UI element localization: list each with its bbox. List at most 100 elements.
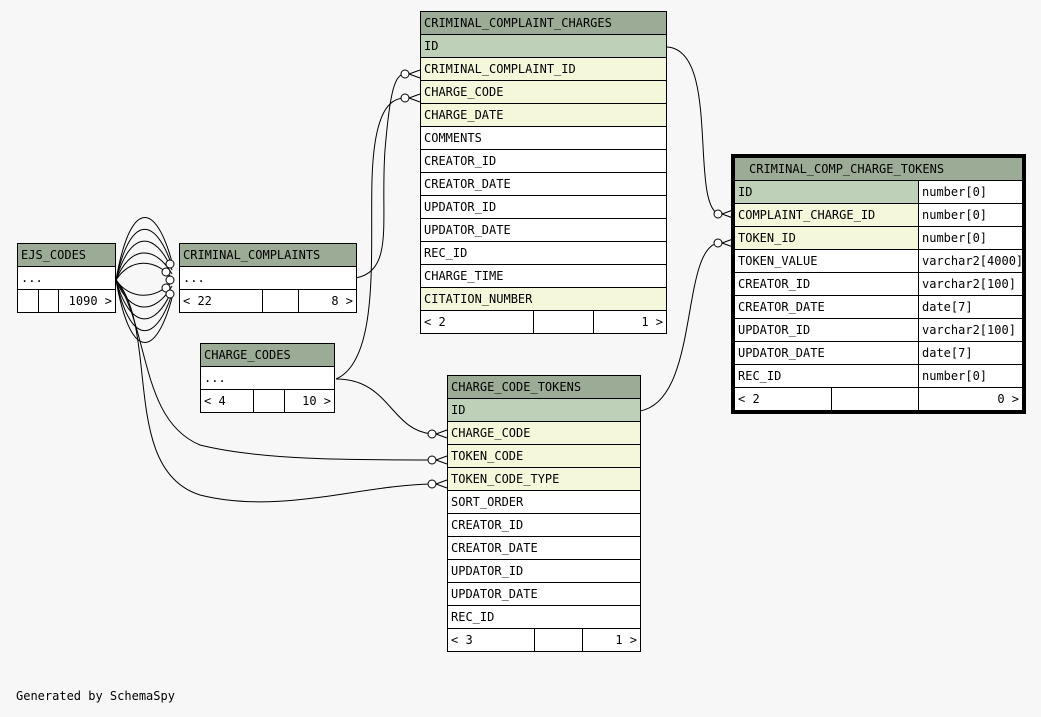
table-criminal-complaint-charges[interactable]: CRIMINAL_COMPLAINT_CHARGES ID CRIMINAL_C… [419, 11, 668, 334]
column-row: CRIMINAL_COMPLAINT_ID [419, 57, 668, 81]
link-charges-comptokens [666, 46, 719, 215]
column-name: UPDATOR_ID [734, 318, 919, 342]
footer-right: 0 > [917, 387, 1024, 411]
column-row: TOKEN_CODE [446, 444, 642, 468]
footer-mid [533, 310, 594, 334]
column-type: varchar2[4000] [917, 249, 1024, 273]
footer-left: < 22 [179, 289, 263, 313]
link-ejs-complaints-2 [115, 228, 173, 281]
table-charge-code-tokens[interactable]: CHARGE_CODE_TOKENS ID CHARGE_CODE TOKEN_… [446, 375, 642, 652]
footer-mid [534, 628, 583, 652]
footer-left: < 2 [734, 387, 832, 411]
column-row: CREATOR_DATE [446, 536, 642, 560]
crowfoot-icon [721, 209, 734, 219]
column-row: ID [419, 34, 668, 58]
column-row: ... [16, 266, 117, 290]
link-codetokens-comptokens [639, 242, 719, 412]
column-type: date[7] [917, 341, 1024, 365]
table-criminal-complaints[interactable]: CRIMINAL_COMPLAINTS ... < 22 8 > [179, 243, 357, 313]
footer-right: 1090 > [57, 289, 117, 313]
crowfoot-icon [721, 238, 734, 248]
fk-marker-icon [165, 259, 175, 269]
footer-right: 1 > [592, 310, 668, 334]
column-name: TOKEN_VALUE [734, 249, 919, 273]
column-type: number[0] [917, 364, 1024, 388]
table-title: CRIMINAL_COMPLAINTS [179, 243, 357, 267]
link-ejs-token-code-type [115, 279, 433, 503]
column-row: CREATOR_DATE [419, 172, 668, 196]
column-row: CHARGE_CODE [446, 421, 642, 445]
column-name: TOKEN_ID [734, 226, 919, 250]
column-row: CHARGE_CODE [419, 80, 668, 104]
link-chargecodes-charges [335, 97, 406, 380]
column-row: SORT_ORDER [446, 490, 642, 514]
fk-marker-icon [427, 479, 437, 489]
table-title: CRIMINAL_COMP_CHARGE_TOKENS [733, 157, 1024, 181]
column-row: CITATION_NUMBER [419, 287, 668, 311]
fk-marker-icon [427, 455, 437, 465]
column-row: CREATOR_ID [446, 513, 642, 537]
crowfoot-icon [435, 455, 448, 465]
footer-left: < 2 [420, 310, 534, 334]
link-ejs-complaints-3 [115, 240, 173, 281]
column-row: ... [179, 266, 357, 290]
column-row: UPDATOR_DATE [419, 218, 668, 242]
table-title: CHARGE_CODE_TOKENS [446, 375, 642, 399]
link-chargecodes-tokens [335, 378, 433, 435]
column-name: UPDATOR_DATE [734, 341, 919, 365]
table-charge-codes[interactable]: CHARGE_CODES ... < 4 10 > [200, 343, 335, 413]
fk-marker-icon [161, 267, 171, 277]
crowfoot-icon [435, 479, 448, 489]
column-row: TOKEN_CODE_TYPE [446, 467, 642, 491]
column-type: number[0] [917, 180, 1024, 204]
column-row: ID [446, 398, 642, 422]
column-name: COMPLAINT_CHARGE_ID [734, 203, 919, 227]
column-type: varchar2[100] [917, 318, 1024, 342]
column-name: ID [734, 180, 919, 204]
link-ejs-token-code [115, 279, 433, 461]
footer-mid [262, 289, 299, 313]
column-name: CREATOR_ID [734, 272, 919, 296]
column-name: CREATOR_DATE [734, 295, 919, 319]
link-ejs-complaints-9 [115, 279, 173, 332]
crowfoot-icon [408, 93, 421, 103]
fk-marker-icon [713, 209, 723, 219]
footer-left [17, 289, 39, 313]
column-row: UPDATOR_DATE [446, 582, 642, 606]
generated-by-label: Generated by SchemaSpy [16, 689, 175, 703]
column-row: CREATOR_ID [419, 149, 668, 173]
column-row: UPDATOR_ID [419, 195, 668, 219]
fk-marker-icon [165, 275, 175, 285]
crowfoot-icon [408, 69, 421, 79]
column-row: COMMENTS [419, 126, 668, 150]
column-type: number[0] [917, 203, 1024, 227]
footer-right: 1 > [581, 628, 642, 652]
column-row: CHARGE_TIME [419, 264, 668, 288]
footer-right: 8 > [298, 289, 357, 313]
table-ejs-codes[interactable]: EJS_CODES ... 1090 > [16, 243, 117, 313]
column-row: REC_ID [446, 605, 642, 629]
table-title: CHARGE_CODES [200, 343, 335, 367]
footer-left: < 3 [447, 628, 535, 652]
link-complaints-charges [355, 73, 406, 279]
link-ejs-complaints-1 [115, 217, 173, 281]
link-ejs-complaints-10 [115, 279, 173, 343]
crowfoot-icon [435, 429, 448, 439]
fk-marker-icon [165, 289, 175, 299]
fk-marker-icon [400, 93, 410, 103]
footer-right: 10 > [284, 389, 335, 413]
fk-marker-icon [400, 69, 410, 79]
table-title: CRIMINAL_COMPLAINT_CHARGES [419, 11, 668, 35]
column-type: number[0] [917, 226, 1024, 250]
column-type: varchar2[100] [917, 272, 1024, 296]
table-title: EJS_CODES [16, 243, 117, 267]
column-type: date[7] [917, 295, 1024, 319]
column-name: REC_ID [734, 364, 919, 388]
column-row: CHARGE_DATE [419, 103, 668, 127]
column-row: UPDATOR_ID [446, 559, 642, 583]
footer-mid [253, 389, 285, 413]
fk-marker-icon [427, 429, 437, 439]
footer-mid [38, 289, 59, 313]
